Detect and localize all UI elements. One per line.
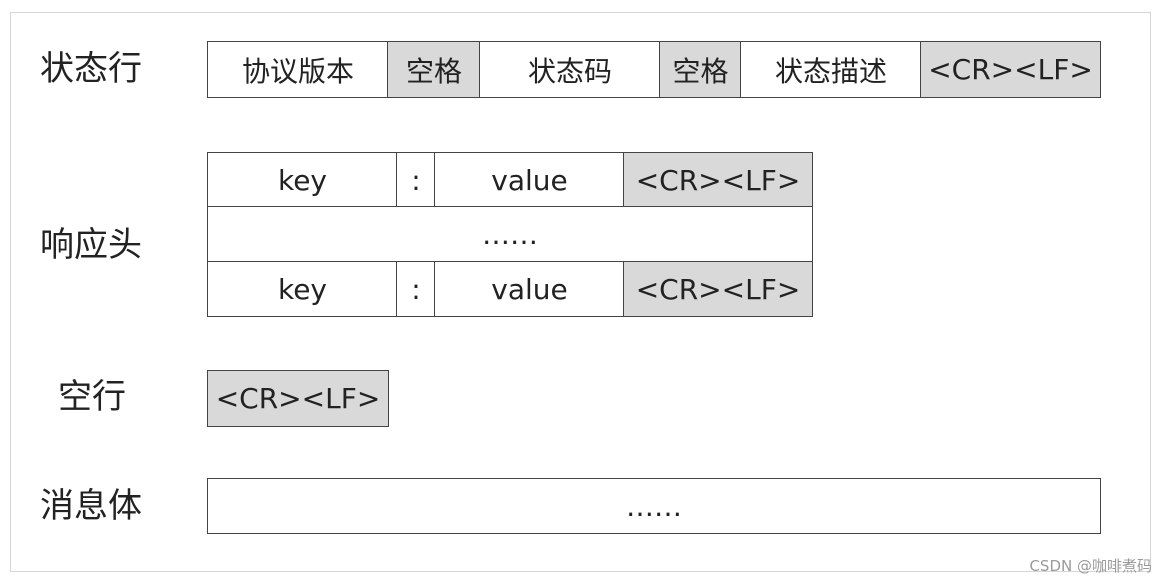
header-ellipsis-cell: …… (207, 206, 813, 263)
status-line-crlf-cell: <CR><LF> (920, 41, 1101, 98)
message-body-label: 消息体 (40, 486, 142, 526)
header-line1-crlf-cell: <CR><LF> (623, 152, 813, 208)
response-header-label: 响应头 (40, 225, 142, 265)
header-line2-colon-cell: : (396, 261, 436, 317)
header-line2-crlf-cell: <CR><LF> (623, 261, 813, 317)
status-line-status-code-cell: 状态码 (479, 41, 661, 98)
watermark: CSDN @咖啡煮码 (1029, 557, 1152, 575)
diagram-frame (10, 12, 1151, 572)
header-line1-colon-cell: : (396, 152, 436, 208)
status-line-status-description-cell: 状态描述 (740, 41, 922, 98)
blank-line-label: 空行 (58, 377, 126, 417)
status-line-label: 状态行 (40, 49, 142, 89)
header-line2-value-cell: value (434, 261, 625, 317)
status-line-space-cell-2: 空格 (659, 41, 742, 98)
message-body-cell: …… (207, 478, 1101, 534)
header-line1-key-cell: key (207, 152, 398, 208)
status-line-space-cell-1: 空格 (387, 41, 481, 98)
header-line2-key-cell: key (207, 261, 398, 317)
header-line1-value-cell: value (434, 152, 625, 208)
status-line-protocol-version-cell: 协议版本 (207, 41, 389, 98)
blank-line-crlf-cell: <CR><LF> (207, 370, 389, 427)
